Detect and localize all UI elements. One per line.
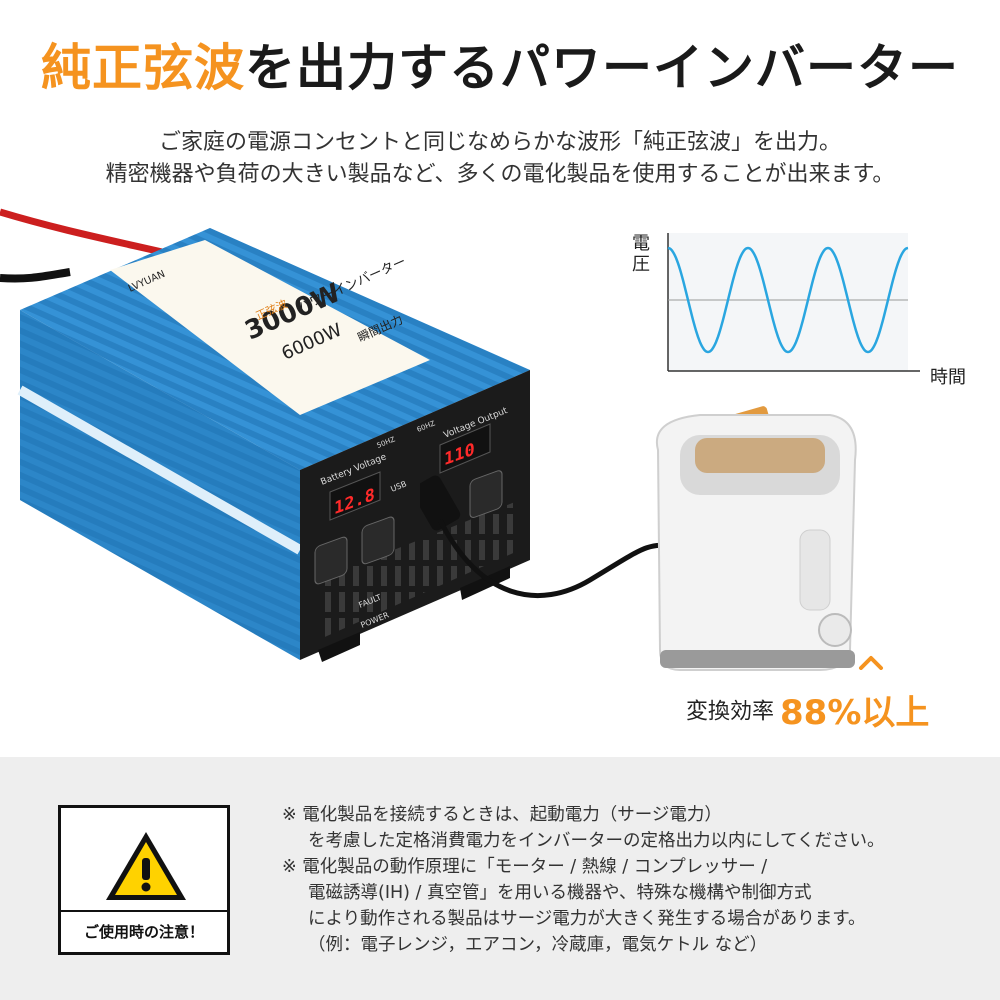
toaster-image (655, 406, 857, 671)
inverter-image: 3000W 6000W パワーインバーター 正弦波 瞬間出力 LVYUAN 12… (0, 208, 530, 662)
page-headline: 純正弦波を出力するパワーインバーター (0, 28, 1000, 100)
note-line: （例：電子レンジ，エアコン，冷蔵庫，電気ケトル など） (308, 935, 768, 955)
vent-grille (318, 500, 520, 640)
efficiency-value: 88%以上 (780, 693, 930, 733)
note-line: ※ 電化製品を接続するときは、起動電力（サージ電力） (282, 805, 722, 825)
caution-notes: ※ 電化製品を接続するときは、起動電力（サージ電力） を考慮した定格消費電力をイ… (282, 802, 982, 958)
wave-plot-area (668, 233, 908, 371)
mount-foot-left (318, 632, 360, 662)
output-display (439, 423, 491, 474)
sine-curve (667, 246, 909, 354)
note-line: 電磁誘導(IH) / 真空管」を用いる機器や、特殊な機構や制御方式 (308, 883, 812, 903)
caution-title: ご使用時の注意！ (61, 910, 227, 952)
note-line: を考慮した定格消費電力をインバーターの定格出力以内にしてください。 (308, 831, 885, 851)
warning-icon (106, 832, 186, 900)
power-cord (420, 475, 676, 599)
wave-y-label: 電圧 (632, 233, 650, 275)
caret-up-icon (859, 656, 883, 670)
battery-display (329, 471, 381, 521)
note-line: により動作される製品はサージ電力が大きく発生する場合があります。 (308, 909, 866, 929)
red-cable (0, 208, 176, 259)
mount-foot-right (460, 566, 510, 600)
caution-box: ご使用時の注意！ (58, 805, 230, 955)
sine-wave-graph (667, 233, 920, 372)
lead-line-2: 精密機器や負荷の大きい製品など、多くの電化製品を使用することが出来ます。 (105, 162, 895, 187)
toaster-base (660, 650, 855, 668)
wave-x-label: 時間 (930, 367, 966, 388)
cord-wire (437, 518, 676, 599)
toaster-knob (818, 613, 852, 647)
efficiency-label: 変換効率 (686, 699, 775, 725)
headline-accent: 純正弦波 (41, 39, 245, 97)
top-label (110, 240, 430, 415)
side-highlight (17, 385, 303, 555)
lead-line-1: ご家庭の電源コンセントと同じなめらかな波形「純正弦波」を出力。 (158, 130, 841, 155)
note-line: ※ 電化製品の動作原理に「モーター / 熱線 / コンプレッサー / (282, 857, 768, 877)
outlet-1 (314, 536, 348, 585)
black-cable (0, 268, 71, 283)
sine-wave-illustration: 電圧 時間 (620, 225, 980, 388)
headline-rest: を出力するパワーインバーター (245, 39, 959, 97)
outlet-3 (469, 470, 503, 518)
outlet-2 (361, 516, 395, 565)
cord-plug (420, 475, 461, 531)
toaster-lever (799, 529, 831, 611)
